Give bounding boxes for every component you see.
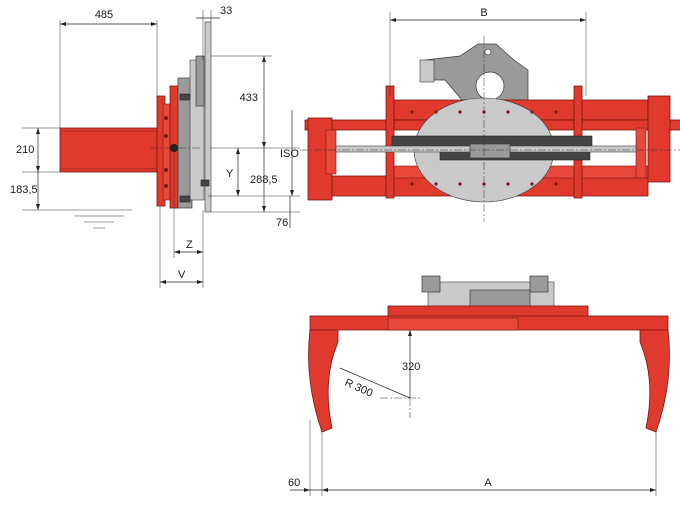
left-clamp-arm [308, 329, 339, 433]
dim-485-label: 485 [95, 9, 113, 21]
top-view: R 300 320 60 A [288, 275, 670, 496]
dim-320-label: 320 [402, 361, 420, 373]
side-view: 485 33 433 ISO 210 183,5 288,5 Y 76 [10, 5, 300, 288]
dim-210-label: 210 [16, 144, 34, 156]
arm-profile [59, 127, 158, 173]
dim-433-label: 433 [240, 92, 258, 104]
dim-60-label: 60 [288, 477, 300, 489]
dim-z-label: Z [186, 239, 193, 251]
right-clamp-arm [639, 329, 670, 433]
dim-183-label: 183,5 [10, 184, 38, 196]
front-view: B [300, 7, 680, 222]
dim-radius-label: R 300 [343, 377, 375, 400]
dim-iso-label: ISO [280, 148, 299, 160]
dim-y-label: Y [226, 168, 234, 180]
rotator-bracket [424, 43, 529, 101]
dim-288-label: 288,5 [250, 174, 278, 186]
dim-b-label: B [480, 7, 487, 19]
dim-76-label: 76 [276, 217, 288, 229]
dim-a-label: A [484, 477, 492, 489]
dim-33-label: 33 [220, 5, 232, 17]
dim-v-label: V [178, 269, 186, 281]
